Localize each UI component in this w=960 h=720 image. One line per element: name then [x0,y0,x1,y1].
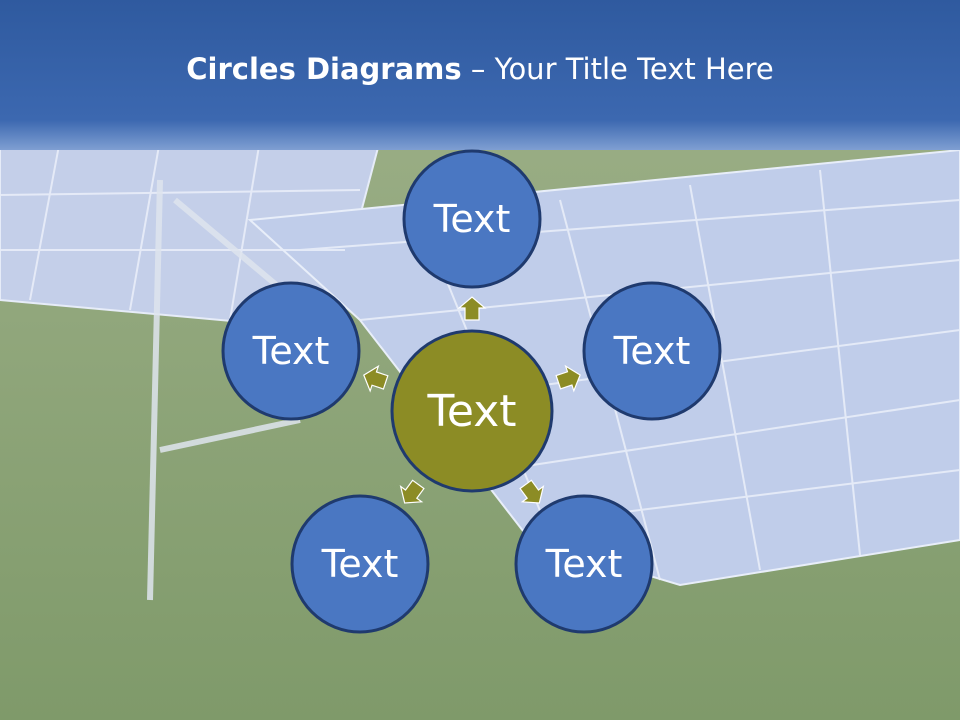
satellite-circle-2: Text [582,281,722,421]
title-bold: Circles Diagrams [186,52,462,86]
arrow-2 [555,364,581,393]
satellite-label-1: Text [433,197,511,241]
satellite-circle-4: Text [290,494,430,634]
header-band [0,0,960,150]
satellite-circle-3: Text [514,494,654,634]
satellite-label-3: Text [545,542,623,586]
satellite-label-4: Text [321,542,399,586]
satellite-label-2: Text [613,329,691,373]
title-separator: – [461,52,495,86]
arrow-5 [363,364,389,393]
center-label: Text [427,386,517,437]
satellite-circle-1: Text [402,149,542,289]
satellite-circle-5: Text [221,281,361,421]
satellite-label-5: Text [252,329,330,373]
arrow-1 [457,296,487,321]
arrow-3 [519,479,545,504]
center-circle: Text [390,329,554,493]
title-rest: Your Title Text Here [494,52,774,86]
arrow-4 [399,479,425,504]
slide-title: Circles Diagrams – Your Title Text Here [0,52,960,86]
